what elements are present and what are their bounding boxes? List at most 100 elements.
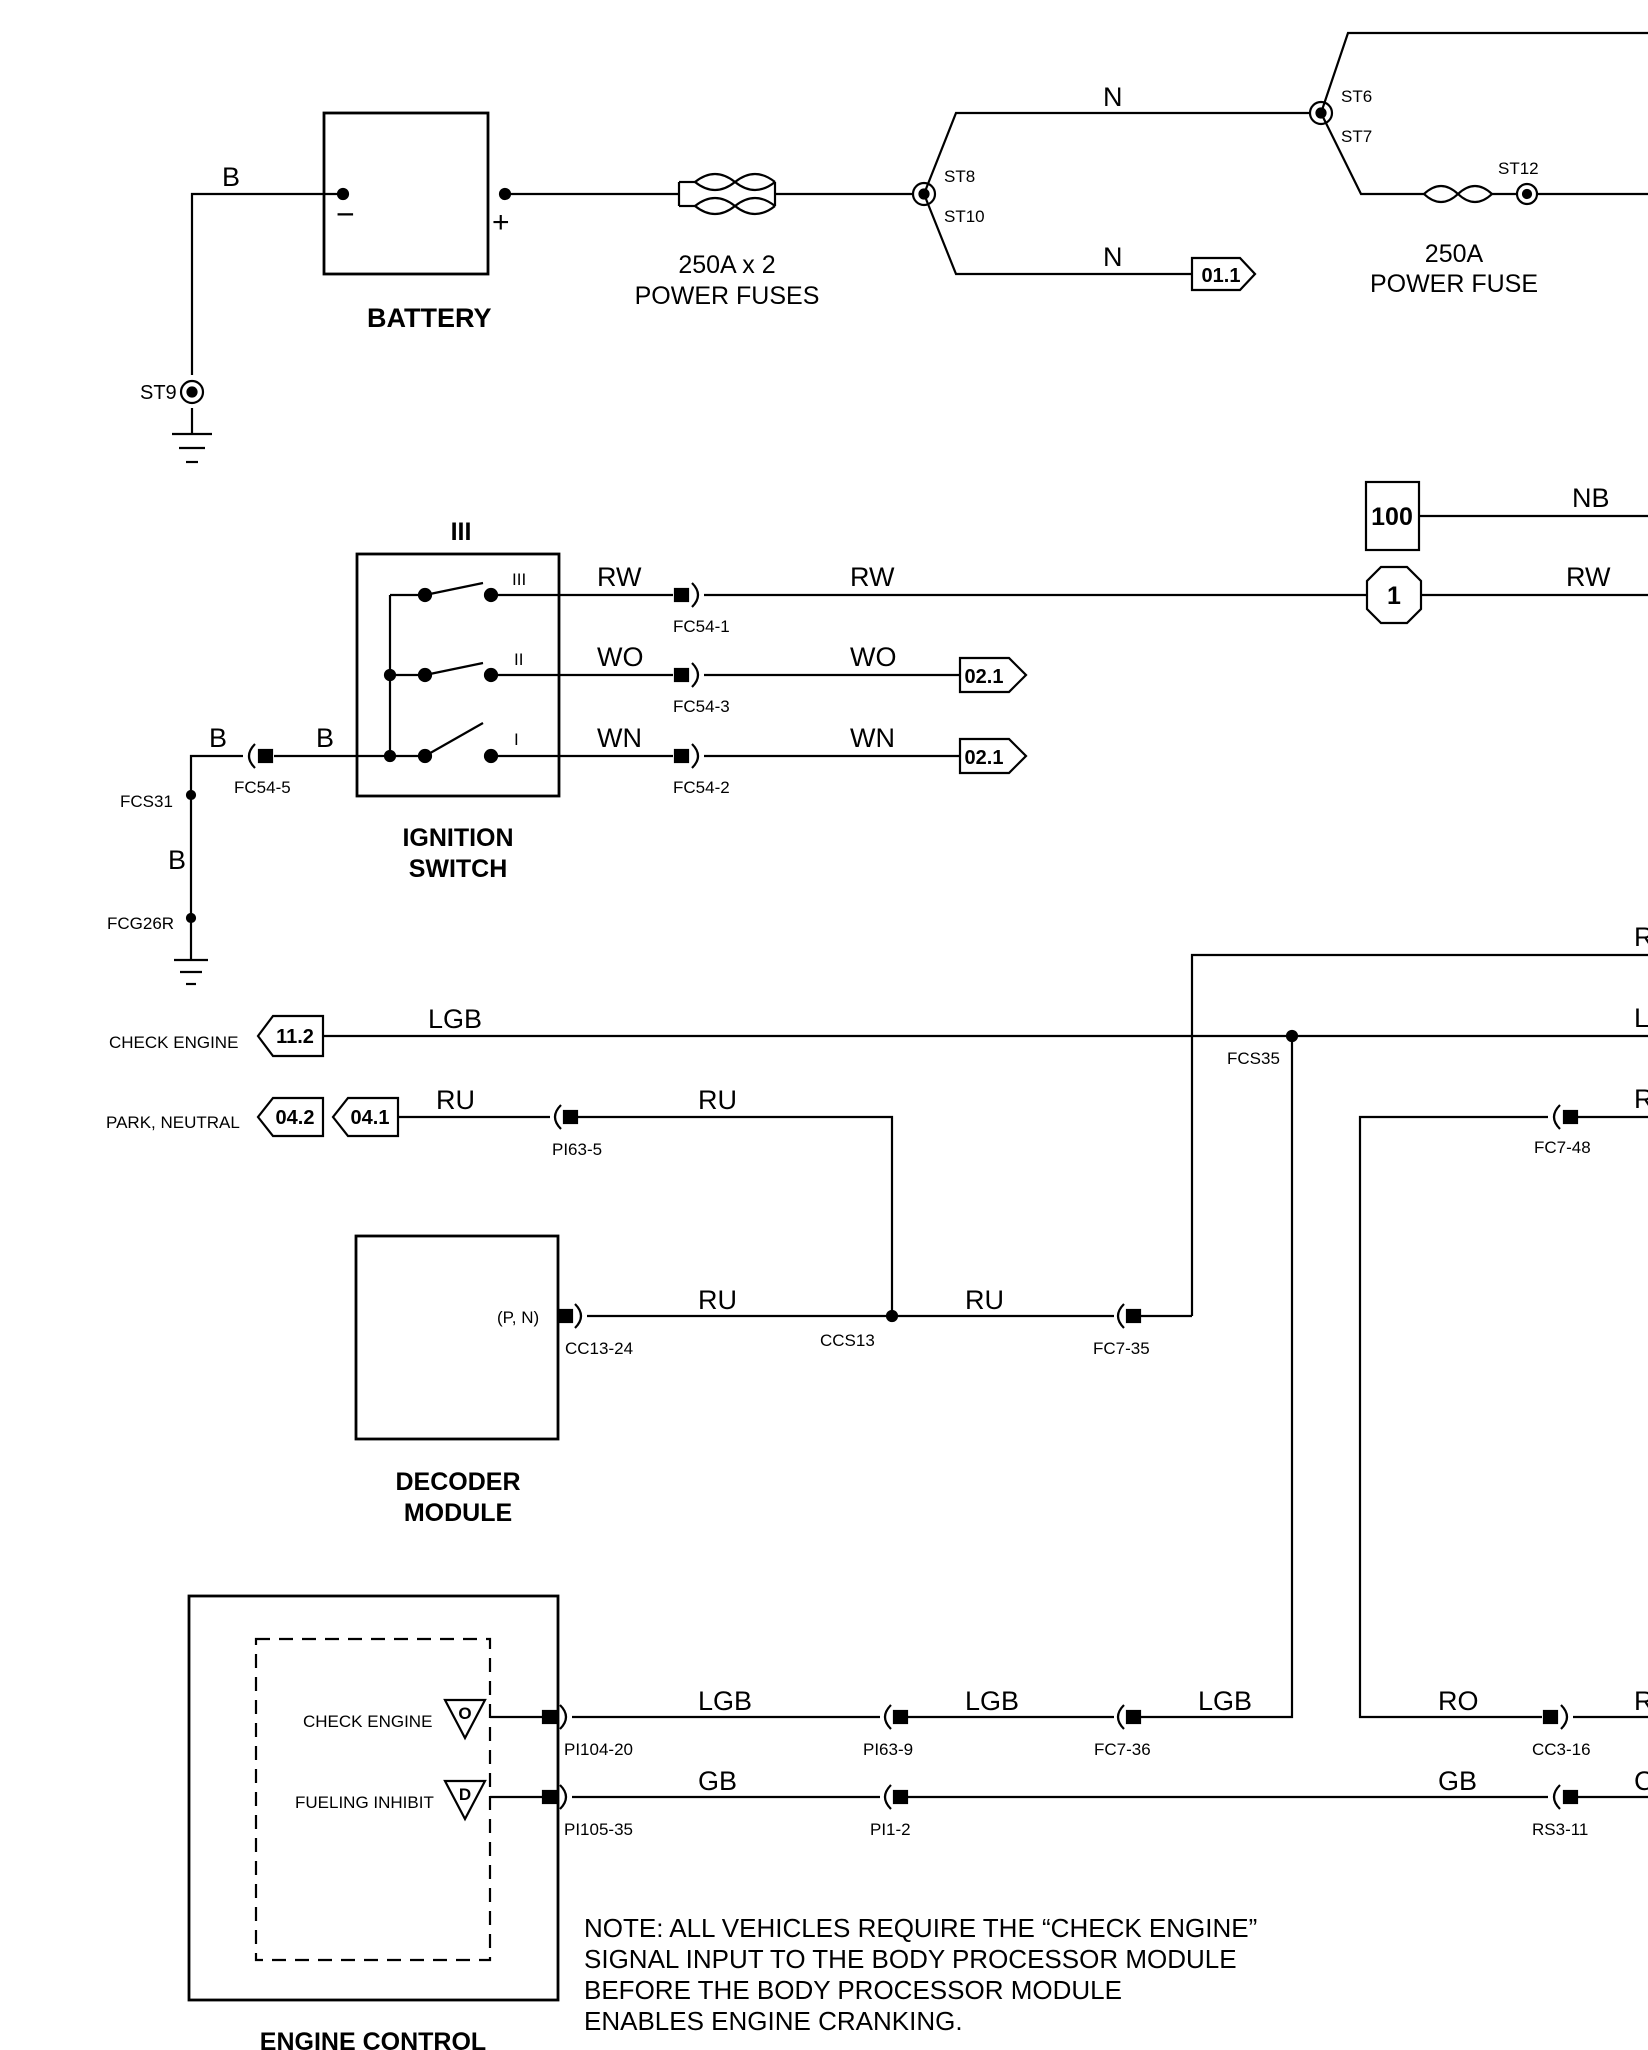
st8-label: ST8 bbox=[944, 167, 975, 186]
fc54-5-label: FC54-5 bbox=[234, 778, 291, 797]
fuse-rating: 250A bbox=[1425, 240, 1484, 268]
ref-arrow-04-1 bbox=[331, 1096, 400, 1138]
pin-o-letter: O bbox=[458, 1704, 471, 1723]
wire-b-ign-right: B bbox=[316, 723, 334, 753]
decoder-title-line1: DECODER bbox=[395, 1468, 520, 1496]
pin-d-triangle bbox=[443, 1779, 487, 1822]
ecm-title-partial: ENGINE CONTROL bbox=[260, 2028, 486, 2050]
switch-pos-i: I bbox=[514, 730, 519, 749]
st7-label: ST7 bbox=[1341, 127, 1372, 146]
wire-wn bbox=[559, 743, 960, 769]
wire-rw-label-right: RW bbox=[1566, 562, 1611, 592]
ccs13-label: CCS13 bbox=[820, 1331, 875, 1350]
wire-ro-right bbox=[1358, 1104, 1648, 1730]
cc13-24-label: CC13-24 bbox=[565, 1339, 633, 1358]
pi104-20-label: PI104-20 bbox=[564, 1740, 633, 1759]
power-labels: B − + BATTERY ST9 250A x 2 POWER FUSES S… bbox=[140, 82, 1539, 404]
wire-ro-label: RO bbox=[1438, 1686, 1479, 1716]
note-line-1: NOTE: ALL VEHICLES REQUIRE THE “CHECK EN… bbox=[584, 1913, 1257, 1943]
fc54-3-label: FC54-3 bbox=[673, 697, 730, 716]
wire-to-right-upper bbox=[1319, 31, 1648, 114]
ref-arrow-02-1-b bbox=[958, 737, 1028, 775]
park-neutral-label: PARK, NEUTRAL bbox=[106, 1113, 240, 1132]
ref-arrow-02-1-a bbox=[958, 656, 1028, 694]
wire-rw-label-mid: RW bbox=[850, 562, 895, 592]
ref-02-1-a-text: 02.1 bbox=[965, 666, 1004, 688]
pi63-9-label: PI63-9 bbox=[863, 1740, 913, 1759]
note-line-4: ENABLES ENGINE CRANKING. bbox=[584, 2006, 963, 2036]
power-fuse-symbol bbox=[1423, 184, 1517, 204]
signal-labels: CHECK ENGINE 11.2 LGB FCS35 PARK, NEUTRA… bbox=[106, 922, 1648, 1159]
wire-wo-label-left: WO bbox=[597, 642, 644, 672]
wire-wo-label-mid: WO bbox=[850, 642, 897, 672]
pin-o-triangle bbox=[443, 1698, 487, 1741]
cc3-16-label: CC3-16 bbox=[1532, 1740, 1591, 1759]
ref-04-2-text: 04.2 bbox=[276, 1107, 315, 1129]
ref-1-text: 1 bbox=[1387, 582, 1401, 610]
ref-01-1-text: 01.1 bbox=[1202, 265, 1241, 287]
wire-ru-mid-label: RU bbox=[698, 1085, 737, 1115]
ref-11-2-text: 11.2 bbox=[276, 1026, 314, 1048]
wire-lgb-label: LGB bbox=[428, 1004, 482, 1034]
wire-lgb-ecm-2: LGB bbox=[965, 1686, 1019, 1716]
ignition-title-line1: IGNITION bbox=[402, 824, 513, 852]
pin-d-letter: D bbox=[459, 1785, 471, 1804]
battery-negative-terminal bbox=[336, 187, 350, 201]
power-fuses-symbol bbox=[677, 172, 912, 216]
st9-label: ST9 bbox=[140, 382, 177, 404]
wire-n-upper bbox=[922, 111, 1309, 195]
wire-ru-left-label: RU bbox=[436, 1085, 475, 1115]
fuses-rating: 250A x 2 bbox=[678, 251, 775, 279]
decoder-pin-label: (P, N) bbox=[497, 1308, 539, 1327]
fcs31-label: FCS31 bbox=[120, 792, 173, 811]
pi1-2-label: PI1-2 bbox=[870, 1820, 911, 1839]
ref-100-text: 100 bbox=[1371, 503, 1413, 531]
switch-pos-ii: II bbox=[514, 650, 523, 669]
battery-ground-wire bbox=[172, 192, 343, 464]
wire-n-lower-label: N bbox=[1103, 242, 1123, 272]
decoder-labels: (P, N) CC13-24 CCS13 FC7-35 RU RU DECODE… bbox=[395, 1285, 1149, 1527]
ignition-ground-wire bbox=[174, 743, 390, 986]
note-block: NOTE: ALL VEHICLES REQUIRE THE “CHECK EN… bbox=[584, 1913, 1257, 2036]
fcs35-label: FCS35 bbox=[1227, 1049, 1280, 1068]
wire-ru-decoder-left: RU bbox=[698, 1285, 737, 1315]
ecm-fueling-inhibit-label: FUELING INHIBIT bbox=[295, 1793, 434, 1812]
wire-rw-label-left: RW bbox=[597, 562, 642, 592]
note-line-3: BEFORE THE BODY PROCESSOR MODULE bbox=[584, 1975, 1122, 2005]
ref-02-1-b-text: 02.1 bbox=[965, 747, 1004, 769]
edge-c-label: C bbox=[1634, 1766, 1648, 1796]
battery-plus-sign: + bbox=[492, 206, 510, 239]
wire-b-ground-label: B bbox=[168, 845, 186, 875]
check-engine-signal-label: CHECK ENGINE bbox=[109, 1033, 238, 1052]
fc54-1-label: FC54-1 bbox=[673, 617, 730, 636]
fcg26r-label: FCG26R bbox=[107, 914, 174, 933]
ground-st9 bbox=[179, 379, 205, 405]
ecm-box bbox=[187, 1594, 560, 2002]
wire-lgb-ecm-3: LGB bbox=[1198, 1686, 1252, 1716]
wire-b-label: B bbox=[222, 162, 240, 192]
wire-ru-decoder bbox=[557, 1303, 1192, 1329]
wire-gb-ecm-left: GB bbox=[698, 1766, 737, 1796]
st12-label: ST12 bbox=[1498, 159, 1539, 178]
battery-box bbox=[322, 111, 490, 276]
ref-arrow-01-1 bbox=[1190, 256, 1257, 292]
wire-n-lower bbox=[922, 193, 1192, 276]
ref-arrow-11-2 bbox=[256, 1014, 325, 1058]
wire-lgb-check-engine bbox=[323, 1029, 1648, 1043]
decoder-title-line2: MODULE bbox=[404, 1499, 512, 1527]
st10-label: ST10 bbox=[944, 207, 985, 226]
fuses-title: POWER FUSES bbox=[635, 282, 820, 310]
edge-l-label: L bbox=[1634, 1003, 1648, 1033]
rs3-11-label: RS3-11 bbox=[1532, 1820, 1588, 1839]
wire-gb-ecm bbox=[490, 1784, 1648, 1810]
wire-b-ign-left: B bbox=[209, 723, 227, 753]
ecm-inner-dashed bbox=[254, 1637, 492, 1962]
wire-lgb-ecm bbox=[490, 1036, 1294, 1730]
wire-wn-label-mid: WN bbox=[850, 723, 895, 753]
edge-r-bottom-label: R bbox=[1634, 1686, 1648, 1716]
ecm-labels: CHECK ENGINE FUELING INHIBIT O D PI104-2… bbox=[260, 1686, 1648, 2050]
ignition-position-label: III bbox=[451, 518, 472, 546]
wire-lgb-ecm-1: LGB bbox=[698, 1686, 752, 1716]
ecm-check-engine-label: CHECK ENGINE bbox=[303, 1712, 432, 1731]
